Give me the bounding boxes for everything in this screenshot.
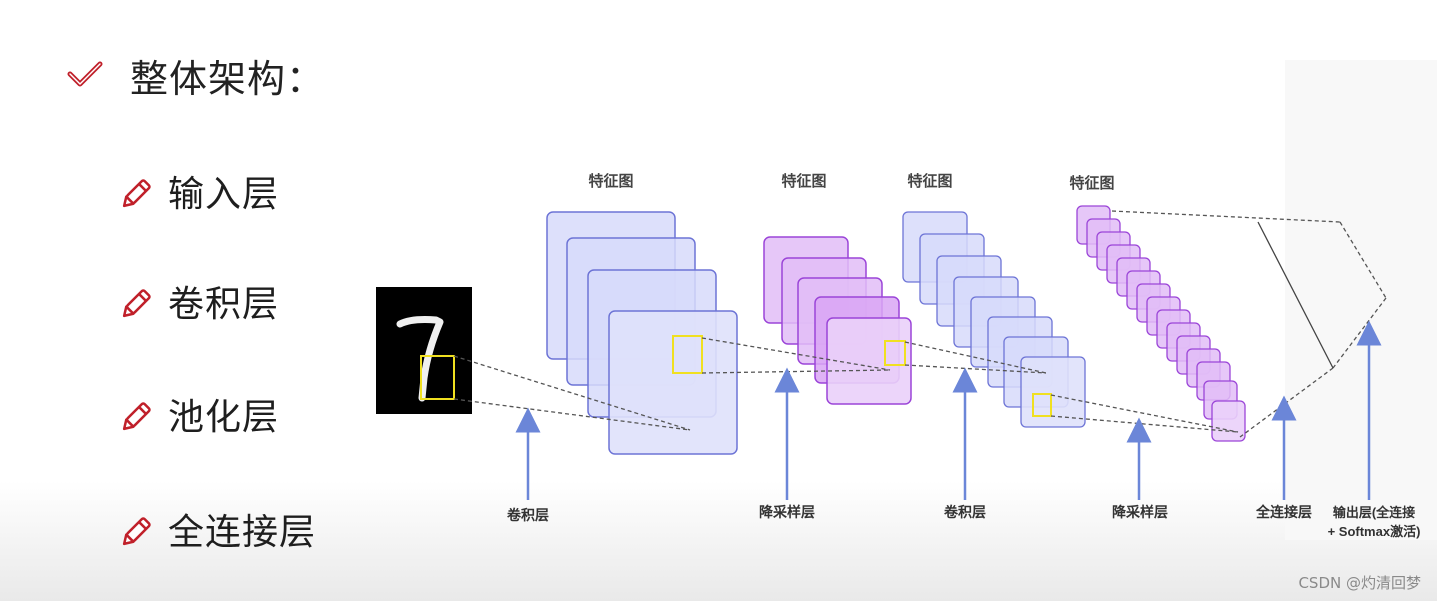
pencil-icon: [122, 402, 151, 431]
bullet-label: 卷积层: [168, 284, 280, 325]
feature-map-label: 特征图: [1069, 174, 1114, 192]
fc-connection-lines: [1257, 221, 1334, 369]
pencil-icon: [122, 517, 151, 546]
check-icon: [67, 61, 103, 87]
stage-label-conv1: 卷积层: [506, 507, 549, 523]
title-row: 整体架构：: [66, 50, 326, 101]
conv1-feature-maps: [546, 211, 738, 455]
input-image: [376, 287, 472, 414]
stage-label-pool2: 降采样层: [1112, 504, 1168, 520]
bullet-label: 全连接层: [168, 512, 317, 553]
pencil-icon: [122, 179, 151, 208]
stage-label-output-line1: 输出层(全连接: [1333, 505, 1415, 520]
pencil-icon: [122, 289, 151, 318]
bullet-label: 输入层: [168, 174, 280, 215]
bullet-label: 池化层: [168, 397, 280, 438]
pool2-feature-maps: [1076, 205, 1246, 442]
feature-map-label: 特征图: [588, 172, 633, 190]
watermark: CSDN @灼清回梦: [1298, 574, 1421, 592]
bullet-fc-layer: 全连接层: [120, 503, 316, 555]
bullet-pool-layer: 池化层: [120, 388, 279, 440]
stage-label-fc: 全连接层: [1255, 504, 1312, 520]
feature-map-label: 特征图: [781, 172, 826, 190]
stage-label-conv2: 卷积层: [943, 504, 986, 520]
feature-map-label: 特征图: [907, 172, 952, 190]
bullet-input-layer: 输入层: [120, 165, 279, 217]
pool1-feature-maps: [763, 236, 912, 405]
stage-label-output-line2: + Softmax激活): [1328, 524, 1421, 539]
stage-label-pool1: 降采样层: [759, 504, 815, 520]
conv2-feature-maps: [902, 211, 1086, 428]
bottom-shade: [0, 481, 1437, 601]
right-panel-background: [1285, 60, 1437, 540]
page-title: 整体架构：: [130, 56, 326, 101]
bullet-conv-layer: 卷积层: [120, 275, 279, 327]
stage-arrows: [515, 320, 1382, 500]
